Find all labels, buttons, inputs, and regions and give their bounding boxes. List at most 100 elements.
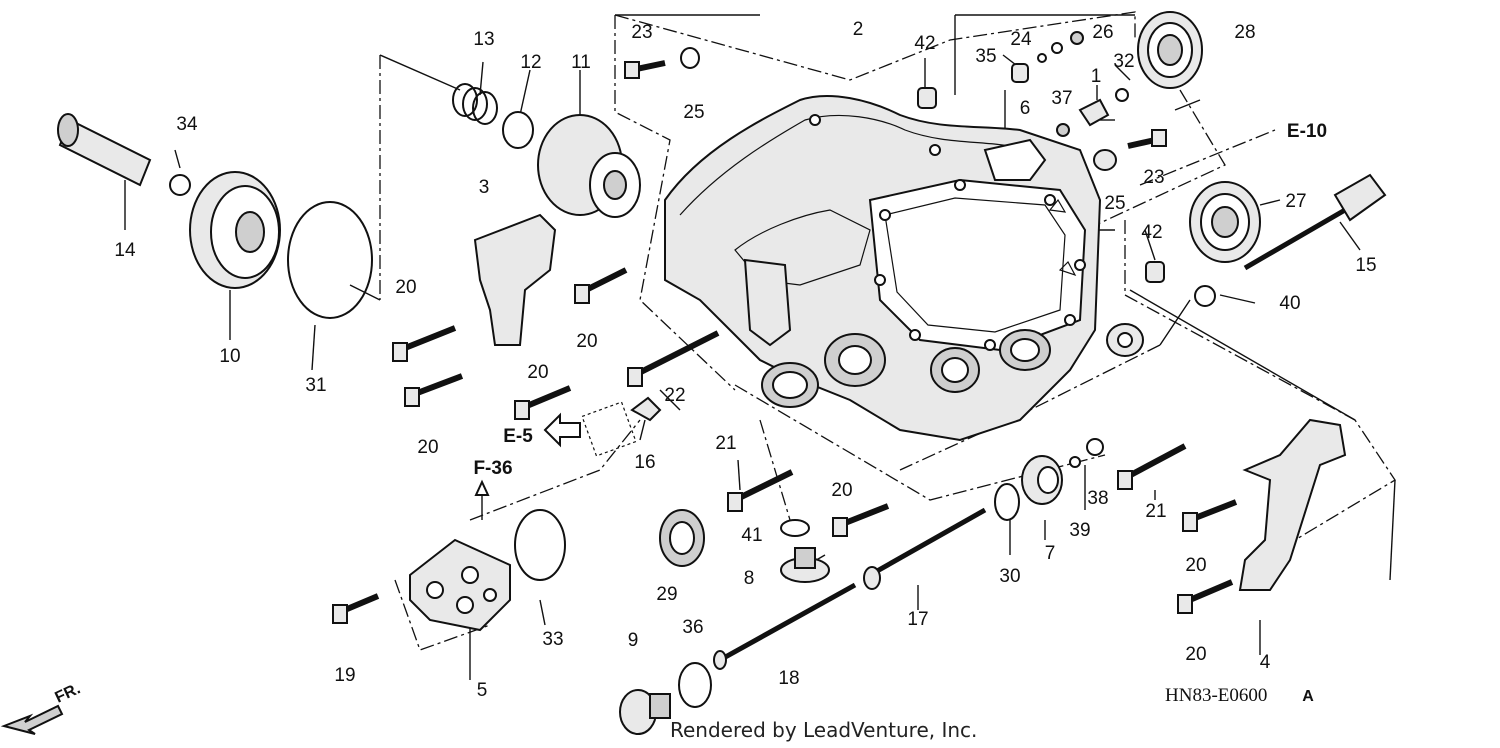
callout-30: 30 <box>999 566 1020 587</box>
leader-lines <box>124 14 1396 680</box>
callout-25-b: 25 <box>1104 193 1125 214</box>
callout-13: 13 <box>473 29 494 50</box>
bolts-23 <box>624 60 1167 149</box>
callout-20-a: 20 <box>395 277 416 298</box>
o-ring-30 <box>994 483 1020 521</box>
clip-16 <box>630 396 662 422</box>
callout-23-b: 23 <box>1143 167 1164 188</box>
oil-strainer-14 <box>57 113 152 187</box>
callout-20-g: 20 <box>1185 644 1206 665</box>
callout-32: 32 <box>1113 51 1134 72</box>
callout-14: 14 <box>114 240 136 261</box>
drain-plug-8 <box>780 547 830 583</box>
callout-labels: 1 2 3 4 5 6 7 8 9 10 11 12 13 14 15 16 1… <box>114 19 1376 701</box>
callout-35: 35 <box>975 46 996 67</box>
callout-37: 37 <box>1051 88 1072 109</box>
callout-11: 11 <box>571 52 591 73</box>
washer-38 <box>1086 438 1104 456</box>
washer-39 <box>1069 456 1081 468</box>
callout-12: 12 <box>520 52 541 73</box>
section-ref-e10[interactable]: E-10 <box>1287 121 1327 142</box>
oil-seal-29 <box>659 509 705 567</box>
washer-25-left <box>680 47 700 69</box>
front-direction-label: FR. <box>53 680 84 706</box>
callout-21-a: 21 <box>715 433 736 454</box>
switch-1 <box>1078 98 1110 127</box>
dipstick-15 <box>1243 173 1387 271</box>
bearing-28 <box>1137 11 1203 89</box>
bracket-3 <box>473 213 557 346</box>
o-ring-36 <box>678 662 712 708</box>
callout-28: 28 <box>1234 22 1255 43</box>
callout-40: 40 <box>1279 293 1300 314</box>
callout-39: 39 <box>1069 520 1090 541</box>
callout-3: 3 <box>479 177 490 198</box>
callout-2: 2 <box>853 19 864 40</box>
washer-35 <box>1037 53 1047 63</box>
callout-38: 38 <box>1087 488 1108 509</box>
washer-25-right <box>1093 149 1117 171</box>
shaft-18 <box>713 582 857 670</box>
sensor-7 <box>1021 455 1063 505</box>
bolt-22 <box>627 330 720 387</box>
bolts-20-right <box>1177 499 1238 614</box>
bolt-20-center <box>832 503 890 537</box>
callout-27: 27 <box>1285 191 1306 212</box>
callout-22: 22 <box>664 385 685 406</box>
callout-23-a: 23 <box>631 22 652 43</box>
section-ref-f36[interactable]: F-36 <box>473 458 512 479</box>
callout-7: 7 <box>1045 543 1056 564</box>
callout-20-f: 20 <box>1185 555 1206 576</box>
washer-32 <box>1115 88 1129 102</box>
callout-42-b: 42 <box>1141 222 1162 243</box>
callout-41: 41 <box>741 525 762 546</box>
callout-4: 4 <box>1260 652 1271 673</box>
diagram-code-suffix: A <box>1302 688 1314 705</box>
callout-20-d: 20 <box>417 437 438 458</box>
callout-20-b: 20 <box>576 331 597 352</box>
callout-31: 31 <box>305 375 326 396</box>
washer-40 <box>1194 285 1216 307</box>
callout-36: 36 <box>682 617 703 638</box>
callout-6: 6 <box>1020 98 1031 119</box>
oil-pump-5 <box>409 538 511 632</box>
filter-cover-10 <box>189 171 281 289</box>
section-ref-e5[interactable]: E-5 <box>503 426 533 447</box>
plug-9 <box>619 689 671 735</box>
bearing-27 <box>1189 181 1261 263</box>
rear-case-cover <box>664 94 1144 442</box>
bracket-4 <box>1238 418 1347 591</box>
callout-9: 9 <box>628 630 639 651</box>
o-ring-33 <box>514 509 566 581</box>
dowel-pin-42-upper <box>917 87 937 109</box>
o-ring-31 <box>287 201 373 319</box>
bolts-21 <box>727 443 1187 512</box>
callout-15: 15 <box>1355 255 1376 276</box>
spring-12 <box>502 111 534 149</box>
o-ring-34 <box>169 174 191 196</box>
callout-17: 17 <box>907 609 928 630</box>
callout-10: 10 <box>219 346 240 367</box>
washer-24 <box>1051 42 1063 54</box>
dowel-6 <box>1011 63 1029 83</box>
callout-5: 5 <box>477 680 488 701</box>
bolts-20-left <box>392 267 628 420</box>
diagram-code: HN83-E0600 <box>1165 685 1267 706</box>
dowel-pin-42-lower <box>1145 261 1165 283</box>
callout-20-e: 20 <box>831 480 852 501</box>
callout-16: 16 <box>634 452 655 473</box>
callout-26: 26 <box>1092 22 1113 43</box>
callout-20-c: 20 <box>527 362 548 383</box>
callout-24: 24 <box>1010 29 1032 50</box>
callout-34: 34 <box>176 114 198 135</box>
bolt-19 <box>332 593 380 624</box>
callout-42-a: 42 <box>914 33 935 54</box>
washer-37 <box>1056 123 1070 137</box>
callout-8: 8 <box>744 568 755 589</box>
f36-arrowhead <box>474 479 490 496</box>
shaft-17 <box>863 507 987 590</box>
callout-19: 19 <box>334 665 355 686</box>
o-rings-13 <box>452 83 498 125</box>
footer-credit: Rendered by LeadVenture, Inc. <box>670 718 977 742</box>
